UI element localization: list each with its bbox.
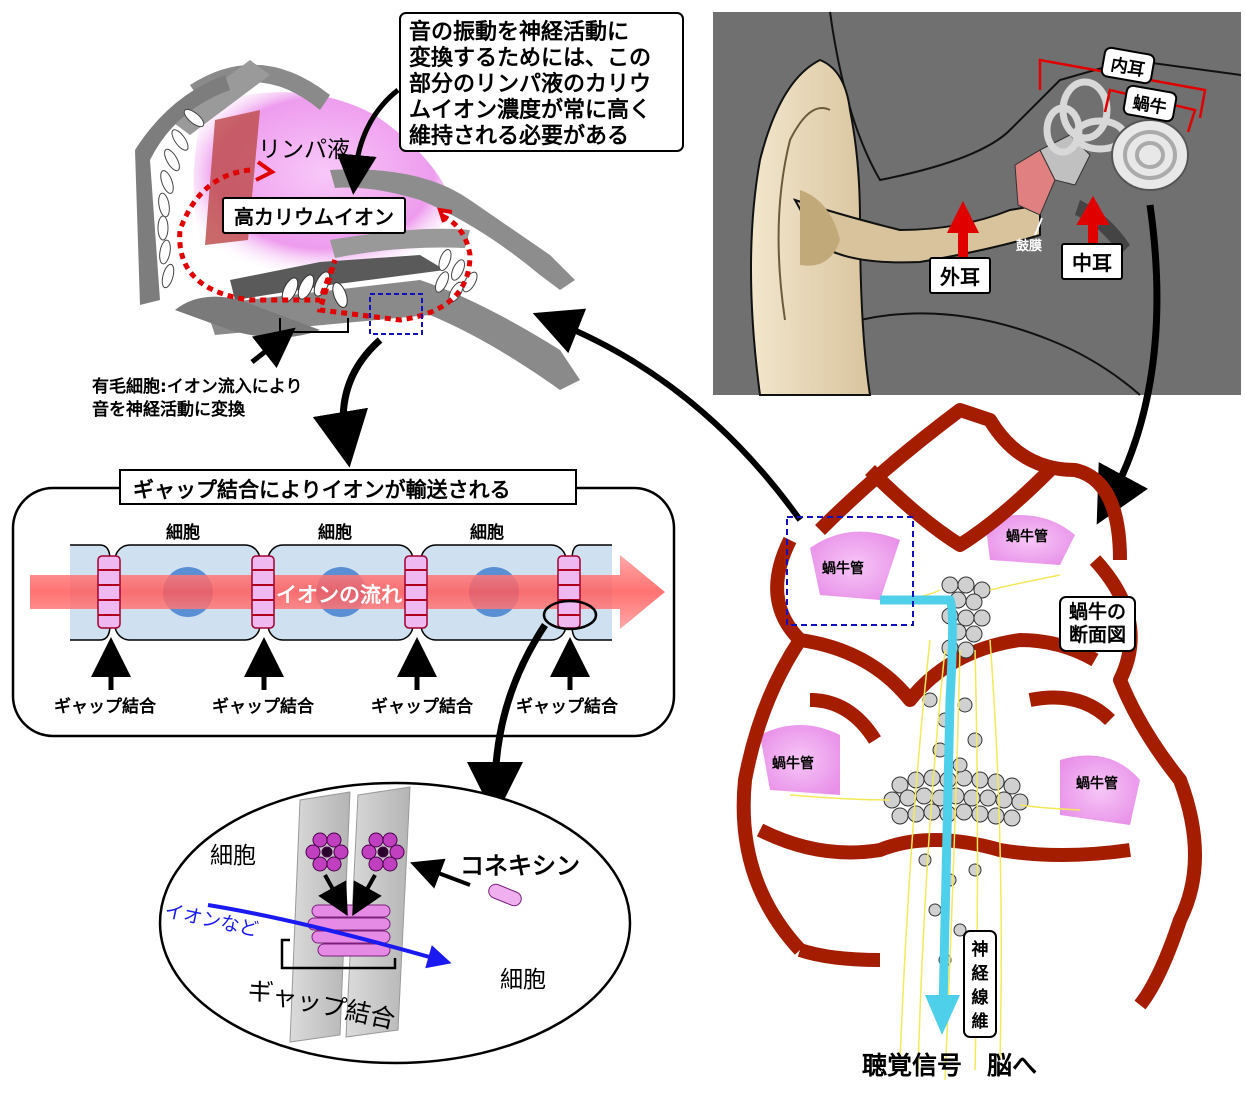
section-label-line2: 断面図: [1069, 624, 1126, 647]
callout-line: 変換するためには、この: [409, 46, 674, 72]
signal-arrowhead: [925, 995, 960, 1035]
duct-label-4: 蝸牛管: [1076, 773, 1118, 793]
callout-line: ムイオン濃度が常に高く: [409, 98, 674, 124]
duct-label-3: 蝸牛管: [772, 753, 814, 773]
nerve-fibers-text: 神経線維: [971, 938, 989, 1034]
high-k-label: 高カリウムイオン: [222, 197, 406, 234]
duct-label-1: 蝸牛管: [822, 558, 864, 578]
connexin-label: コネキシン: [460, 846, 580, 881]
hair-cell-pointer-arrow: [252, 340, 280, 362]
duct-label-2: 蝸牛管: [1006, 526, 1048, 546]
middle-ear-label: 中耳: [1061, 243, 1123, 280]
callout-line: 維持される必要がある: [409, 124, 674, 150]
detail-cell-right: 細胞: [500, 960, 546, 994]
callout-line: 部分のリンパ液のカリウ: [409, 72, 674, 98]
junction-label-2: ギャップ結合: [212, 692, 314, 717]
junction-label-1: ギャップ結合: [54, 692, 156, 717]
hair-cell-caption-line1: 有毛細胞:イオン流入により: [92, 372, 302, 397]
callout-box: 音の振動を神経活動に 変換するためには、この 部分のリンパ液のカリウ ムイオン濃…: [399, 12, 684, 152]
section-label: 蝸牛の 断面図: [1059, 596, 1136, 652]
nerve-fibers-label: 神経線維: [963, 930, 997, 1038]
cell-label-2: 細胞: [318, 518, 352, 543]
callout-line: 音の振動を神経活動に: [409, 20, 674, 46]
junction-label-3: ギャップ結合: [371, 692, 473, 717]
ion-flow-label: イオンの流れ: [276, 579, 402, 609]
organ-to-panel-arrow: [343, 340, 380, 440]
cell-label-3: 細胞: [470, 518, 504, 543]
gap-panel-title: ギャップ結合によりイオンが輸送される: [133, 474, 511, 504]
junction-label-4: ギャップ結合: [516, 692, 618, 717]
section-label-line1: 蝸牛の: [1069, 601, 1126, 624]
cell-label-1: 細胞: [166, 518, 200, 543]
ear-anatomy: [713, 12, 1241, 395]
outer-ear-label: 外耳: [929, 257, 991, 294]
detail-cell-left: 細胞: [210, 836, 256, 870]
docked-gap-junction: [308, 905, 390, 956]
lymph-label: リンパ液: [258, 130, 350, 164]
auditory-signal-label: 聴覚信号 脳へ: [862, 1046, 1037, 1082]
hair-cell-caption-line2: 音を神経活動に変換: [92, 395, 245, 420]
eardrum-label: 鼓膜: [1016, 235, 1042, 254]
cochlea-shape: [1112, 120, 1188, 190]
